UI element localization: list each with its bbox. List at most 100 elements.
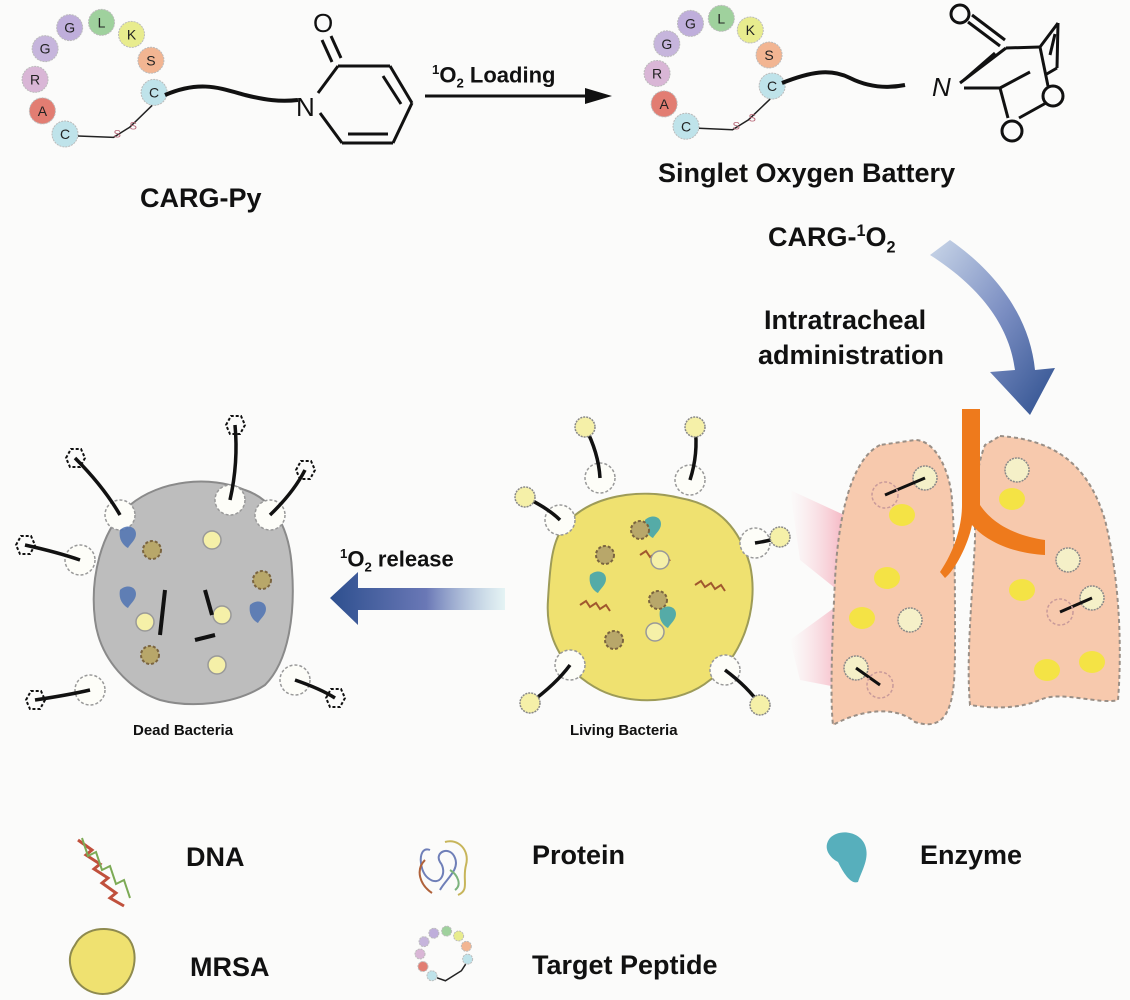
- battery-in-lung: [897, 607, 923, 633]
- mrsa-spot: [874, 567, 900, 589]
- loaded-battery-unit: [674, 416, 706, 496]
- residue-bead: [428, 927, 440, 939]
- residue-letter: S: [764, 47, 773, 63]
- dna-icon: [579, 599, 611, 612]
- residue-bead: [736, 16, 764, 44]
- peptide-ring-mini: [866, 671, 894, 699]
- spent-pyridone-unit: [254, 460, 317, 531]
- release-sup: 1: [340, 546, 348, 561]
- release-rest: release: [371, 546, 454, 572]
- linker-mini: [294, 678, 336, 700]
- battery-in-lung: [871, 465, 938, 509]
- residue-bead: [426, 970, 438, 982]
- singlet-oxygen-bead: [769, 526, 791, 548]
- oxygen-carbonyl-atom: [949, 3, 971, 25]
- protein-icon: [142, 540, 162, 560]
- residue-letter: C: [149, 84, 159, 100]
- residue-bead: [441, 925, 453, 937]
- spent-pyridone-unit: [214, 415, 247, 516]
- dna-icon: [77, 837, 131, 908]
- residue-letter: L: [98, 14, 106, 30]
- oxygen-bridge-atom: [1041, 84, 1065, 108]
- loading-main: O: [439, 62, 457, 88]
- mrsa-spot: [1009, 579, 1035, 601]
- singlet-oxygen-bead: [574, 416, 596, 438]
- residue-bead: [414, 948, 426, 960]
- pyridone-mini: [224, 415, 247, 435]
- endoperoxide-structure: [959, 13, 1060, 120]
- residue-bead: [676, 9, 704, 37]
- residue-letter: L: [717, 10, 725, 26]
- broken-linker: [158, 589, 167, 636]
- dna-icon: [694, 579, 726, 592]
- linker-mini: [24, 543, 81, 562]
- residue-bead: [460, 940, 472, 952]
- spent-pyridone-unit: [24, 674, 106, 710]
- enzyme-icon: [826, 832, 867, 883]
- disulfide-bond: [77, 104, 153, 139]
- loaded-battery-unit: [709, 654, 771, 716]
- residue-bead: [755, 41, 783, 69]
- mrsa-spot: [849, 607, 875, 629]
- residue-letter: A: [659, 96, 669, 112]
- legend-label-target-peptide: Target Peptide: [532, 950, 718, 980]
- linker-mini: [268, 469, 307, 517]
- disulfide-bond: [436, 963, 467, 982]
- legend-label-mrsa: MRSA: [190, 952, 270, 982]
- legend-label-dna: DNA: [186, 842, 245, 872]
- target-peptide-icon: [414, 925, 474, 982]
- linker-mini: [34, 688, 91, 702]
- enzyme-icon: [249, 601, 266, 623]
- pyridone-mini: [14, 535, 37, 555]
- mrsa-spot: [1079, 651, 1105, 673]
- residue-bead: [418, 936, 430, 948]
- residue-letter: R: [30, 71, 40, 87]
- residue-letter: C: [60, 126, 70, 142]
- nitrogen-atom-label-battery: N: [932, 72, 951, 102]
- residue-bead: [56, 14, 84, 42]
- carg-sup: 1: [856, 222, 866, 240]
- carg-py-label: CARG-Py: [140, 183, 262, 213]
- enzyme-icon: [659, 606, 676, 628]
- sulfur-label: S: [114, 128, 121, 140]
- linker-mini: [228, 424, 238, 501]
- peptide-ring-mini: [871, 481, 899, 509]
- administration-label: administration: [758, 340, 945, 370]
- sulfur-label: S: [733, 121, 740, 133]
- linker-chain-right: [781, 70, 906, 89]
- pyridone-mini: [24, 690, 47, 710]
- residue-bead: [21, 65, 49, 93]
- singlet-oxygen-bead: [135, 612, 155, 632]
- singlet-oxygen-bead: [897, 607, 923, 633]
- singlet-oxygen-battery-label: Singlet Oxygen Battery: [658, 158, 956, 188]
- battery-in-lung: [1055, 547, 1081, 573]
- loading-sub: 2: [456, 75, 464, 91]
- linker-mini: [1059, 596, 1093, 614]
- residue-bead: [707, 4, 735, 32]
- mrsa-spot: [999, 488, 1025, 510]
- residue-bead: [417, 961, 429, 973]
- sulfur-label: S: [749, 113, 756, 125]
- mrsa-spot: [1034, 659, 1060, 681]
- residue-bead: [88, 8, 116, 36]
- linker-chain-left: [164, 84, 299, 103]
- residue-bead: [653, 30, 681, 58]
- loaded-battery-unit: [739, 526, 791, 559]
- living-bacteria-label: Living Bacteria: [570, 722, 678, 739]
- oxygen-bridge-atom: [1000, 119, 1024, 143]
- pyridone-mini: [64, 448, 87, 468]
- carg-sub: 2: [886, 238, 896, 257]
- singlet-oxygen-bead: [519, 692, 541, 714]
- enzyme-icon: [119, 526, 136, 548]
- protein-icon: [418, 840, 468, 896]
- residue-letter: G: [661, 36, 672, 52]
- protein-icon: [252, 570, 272, 590]
- administration-arrow: [930, 240, 1055, 415]
- battery-in-lung: [1004, 457, 1030, 483]
- pyridone-mini: [294, 460, 317, 480]
- carg-1o2-label: CARG-1O2: [768, 222, 896, 257]
- loaded-battery-unit: [514, 486, 576, 536]
- spent-pyridone-unit: [279, 664, 347, 708]
- residue-letter: K: [127, 26, 137, 42]
